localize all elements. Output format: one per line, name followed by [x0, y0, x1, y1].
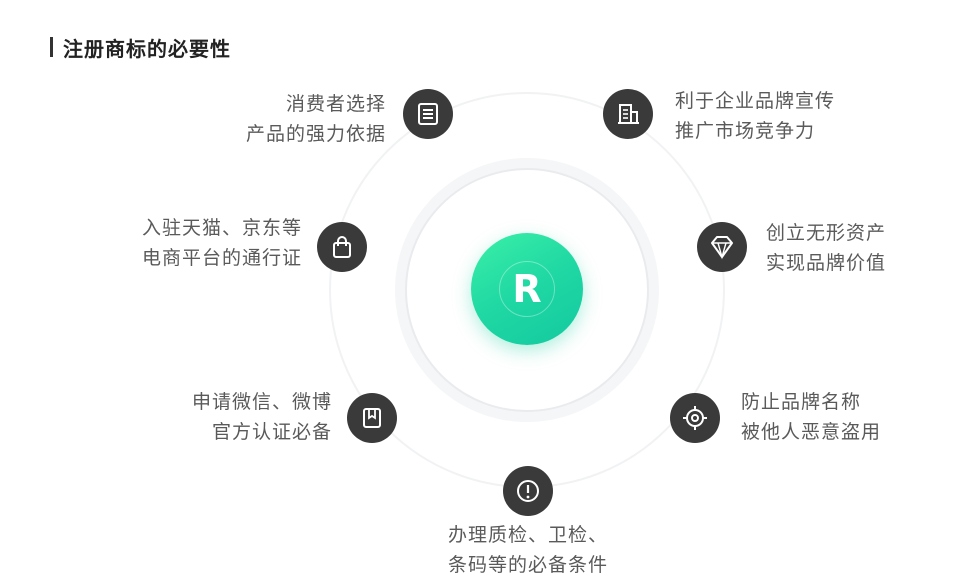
- shopping-bag-icon: [317, 222, 367, 272]
- feature-line: 创立无形资产: [766, 222, 887, 244]
- target-icon: [670, 393, 720, 443]
- registered-r-letter: R: [512, 267, 542, 311]
- feature-line: 实现品牌价值: [766, 252, 887, 274]
- feature-line: 产品的强力依据: [245, 123, 386, 145]
- feature-line: 被他人恶意盗用: [741, 421, 882, 443]
- feature-promotion: 利于企业品牌宣传 推广市场竞争力: [675, 86, 835, 146]
- page-title: 注册商标的必要性: [63, 36, 231, 61]
- diamond-icon: [697, 222, 747, 272]
- alert-icon: [503, 466, 553, 516]
- building-icon: [603, 89, 653, 139]
- feature-platform: 入驻天猫、京东等 电商平台的通行证: [142, 213, 302, 273]
- feature-asset: 创立无形资产 实现品牌价值: [766, 218, 886, 278]
- feature-line: 电商平台的通行证: [141, 247, 302, 269]
- feature-line: 利于企业品牌宣传: [675, 90, 836, 112]
- feature-line: 推广市场竞争力: [675, 120, 816, 142]
- feature-selection: 消费者选择 产品的强力依据: [246, 89, 386, 149]
- feature-inspection: 办理质检、卫检、 条码等的必备条件: [428, 520, 628, 580]
- title-accent-bar: [50, 37, 53, 57]
- feature-wechat: 申请微信、微博 官方认证必备: [192, 387, 332, 447]
- feature-line: 条码等的必备条件: [447, 554, 608, 576]
- feature-line: 申请微信、微博: [191, 391, 332, 413]
- list-icon: [403, 89, 453, 139]
- feature-line: 消费者选择: [285, 93, 386, 115]
- feature-line: 官方认证必备: [211, 421, 332, 443]
- feature-line: 防止品牌名称: [741, 391, 862, 413]
- bookmark-icon: [347, 393, 397, 443]
- feature-protection: 防止品牌名称 被他人恶意盗用: [741, 387, 881, 447]
- feature-line: 入驻天猫、京东等: [141, 217, 302, 239]
- feature-line: 办理质检、卫检、: [447, 524, 608, 546]
- section-title: 注册商标的必要性: [50, 33, 231, 61]
- logo-inner-ring: [499, 261, 555, 317]
- registered-trademark-logo: R: [471, 233, 583, 345]
